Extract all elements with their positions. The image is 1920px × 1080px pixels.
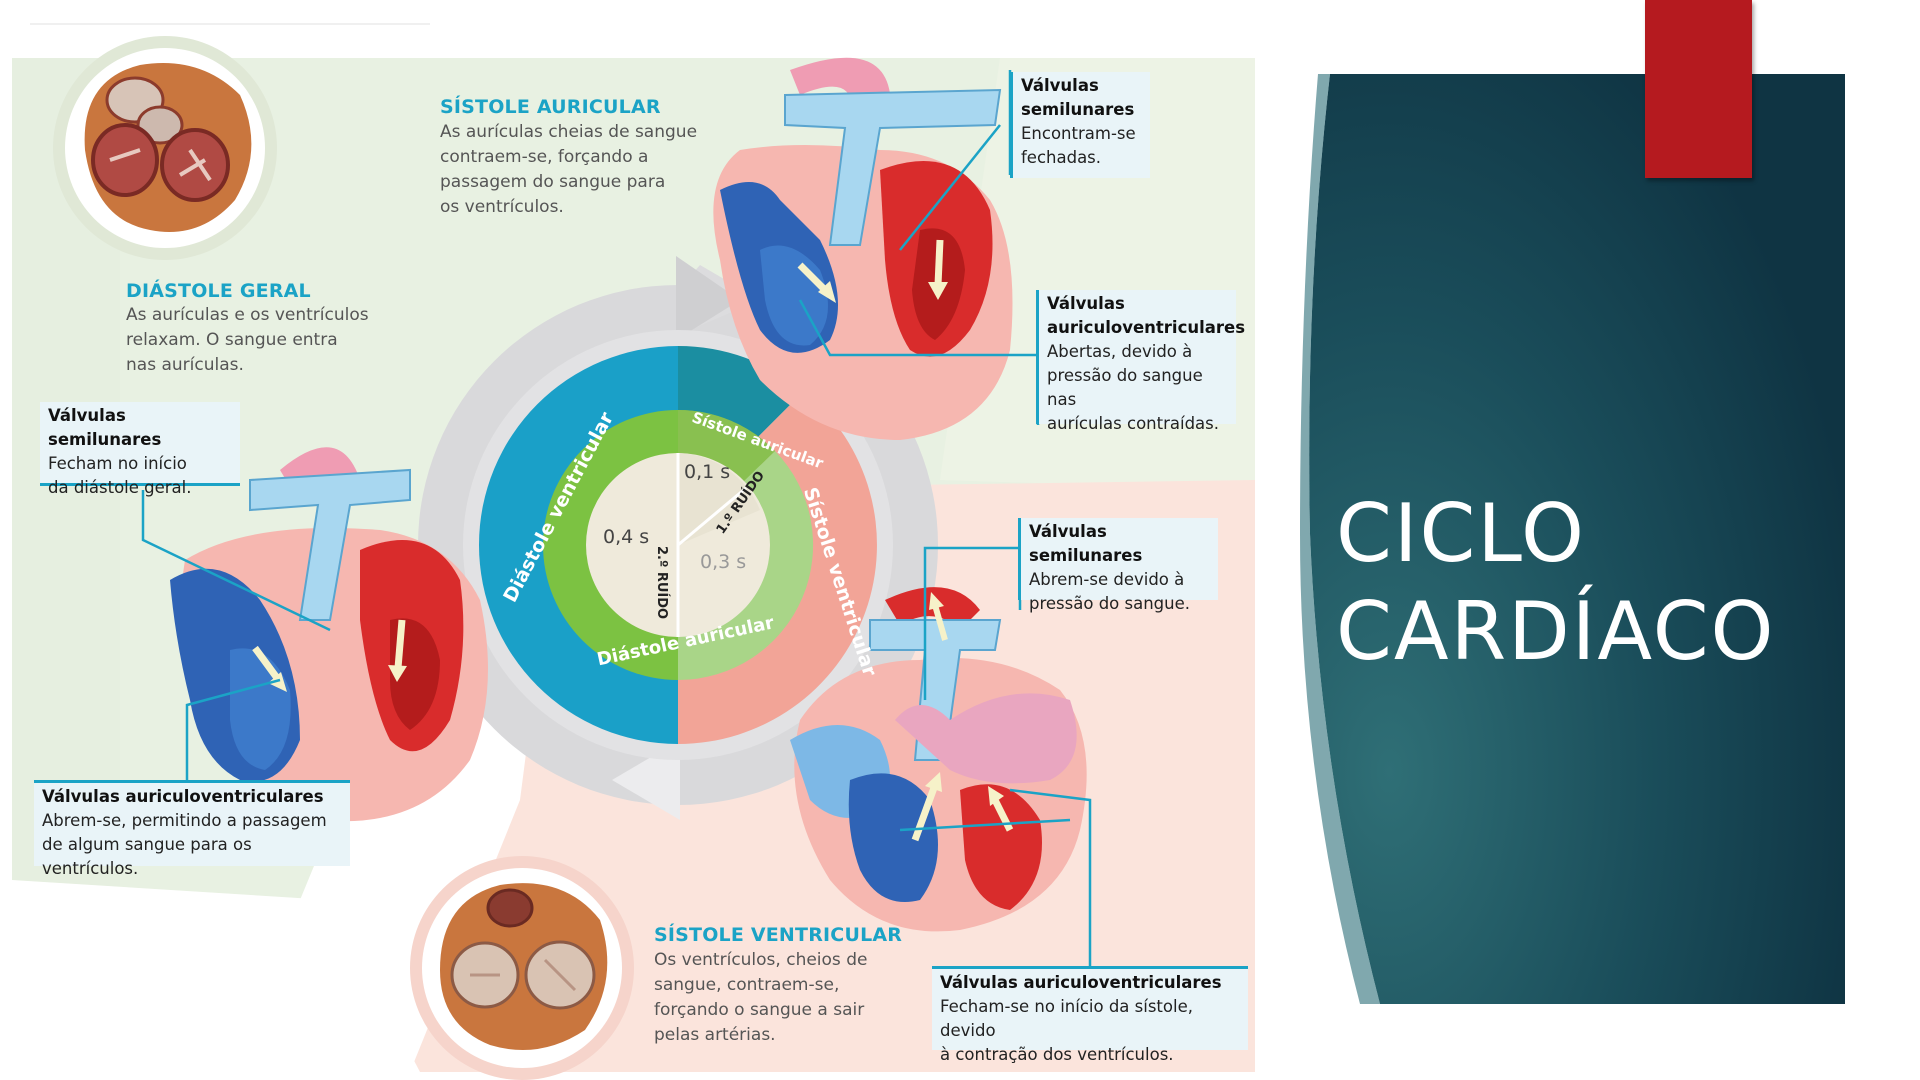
cycle-arrow-icon [676, 256, 740, 340]
callout-body: da diástole geral. [48, 478, 192, 497]
text-line: nas aurículas. [126, 355, 244, 375]
slide-title: CICLO CARDÍACO [1336, 485, 1776, 681]
text-line: Os ventrículos, cheios de [654, 950, 868, 970]
callout-title: semilunares [1021, 100, 1135, 119]
sistole-ventricular-text: Os ventrículos, cheios de sangue, contra… [654, 948, 867, 1048]
text-line: forçando o sangue a sair [654, 1000, 865, 1020]
text-line: contraem-se, forçando a [440, 147, 649, 167]
callout-title: auriculoventriculares [1047, 318, 1246, 337]
callout-left-semilunar: Válvulas semilunares Fecham no início da… [40, 402, 240, 497]
text-line: passagem do sangue para [440, 172, 666, 192]
heart-bottom-icon [790, 587, 1087, 932]
diastole-geral-title: DIÁSTOLE GERAL [126, 280, 311, 302]
callout-body: aurículas contraídas. [1047, 414, 1220, 433]
callout-body: de algum sangue para os ventrículos. [42, 835, 252, 878]
text-line: As aurículas e os ventrículos [126, 305, 369, 325]
title-panel [1300, 74, 1845, 1004]
callout-body: Abrem-se devido à [1029, 570, 1185, 589]
callout-left-av: Válvulas auriculoventriculares Abrem-se,… [34, 780, 350, 878]
text-line: os ventrículos. [440, 197, 564, 217]
callout-top-av: Válvulas auriculoventriculares Abertas, … [1036, 290, 1246, 433]
callout-title: Válvulas auriculoventriculares [42, 787, 324, 806]
infographic: SÍSTOLE AURICULAR As aurículas cheias de… [12, 23, 1255, 1080]
callout-title: Válvulas [1047, 294, 1125, 313]
cycle-diagram-labels: Diástole ventricular Sístole ventricular… [499, 408, 881, 680]
slide-title-line: CICLO [1336, 487, 1586, 580]
text-line: sangue, contraem-se, [654, 975, 840, 995]
label-diastole-ventricular: Diástole ventricular [499, 408, 618, 606]
label-second-sound: 2.º RUÍDO [654, 546, 670, 619]
callout-body: à contração dos ventrículos. [940, 1045, 1174, 1064]
sistole-ventricular-title: SÍSTOLE VENTRICULAR [654, 924, 903, 946]
callout-right-semilunar: Válvulas semilunares Abrem-se devido à p… [1018, 518, 1218, 613]
accent-tab [1645, 0, 1752, 178]
callout-top-semilunar: Válvulas semilunares Encontram-se fechad… [1010, 72, 1150, 178]
text-line: pelas artérias. [654, 1025, 776, 1045]
sistole-auricular-text: As aurículas cheias de sangue contraem-s… [440, 120, 697, 220]
callout-title: Válvulas semilunares [48, 406, 162, 449]
heart-left-icon [170, 447, 488, 822]
label-diastole-auricular: Diástole auricular [595, 612, 776, 670]
time-left: 0,4 s [603, 526, 649, 548]
label-sistole-ventricular: Sístole ventricular [799, 485, 881, 680]
callout-body: pressão do sangue. [1029, 594, 1190, 613]
callout-body: Abertas, devido à [1047, 342, 1193, 361]
valve-cross-section-bottom-icon [410, 856, 634, 1080]
text-line: relaxam. O sangue entra [126, 330, 338, 350]
callout-body: fechadas. [1021, 148, 1102, 167]
callout-body: Abrem-se, permitindo a passagem [42, 811, 327, 830]
callout-body: pressão do sangue nas [1047, 366, 1203, 409]
valve-cross-section-top-icon [53, 36, 277, 260]
callout-title: Válvulas auriculoventriculares [940, 973, 1222, 992]
infographic-background [12, 23, 1255, 1080]
callout-body: Fecham-se no início da sístole, devido [940, 997, 1193, 1040]
sistole-auricular-title: SÍSTOLE AURICULAR [440, 96, 661, 118]
heart-top-icon [713, 57, 1013, 440]
slide-title-line: CARDÍACO [1336, 585, 1776, 678]
diastole-geral-text: As aurículas e os ventrículos relaxam. O… [126, 303, 369, 378]
callout-body: Fecham no início [48, 454, 187, 473]
text-line: As aurículas cheias de sangue [440, 122, 698, 142]
time-top-right: 0,1 s [684, 461, 730, 483]
callout-body: Encontram-se [1021, 124, 1136, 143]
callout-title: Válvulas semilunares [1029, 522, 1143, 565]
callout-title: Válvulas [1021, 76, 1099, 95]
callout-bottom-av: Válvulas auriculoventriculares Fecham-se… [932, 966, 1248, 1064]
time-bottom-right: 0,3 s [700, 551, 746, 573]
